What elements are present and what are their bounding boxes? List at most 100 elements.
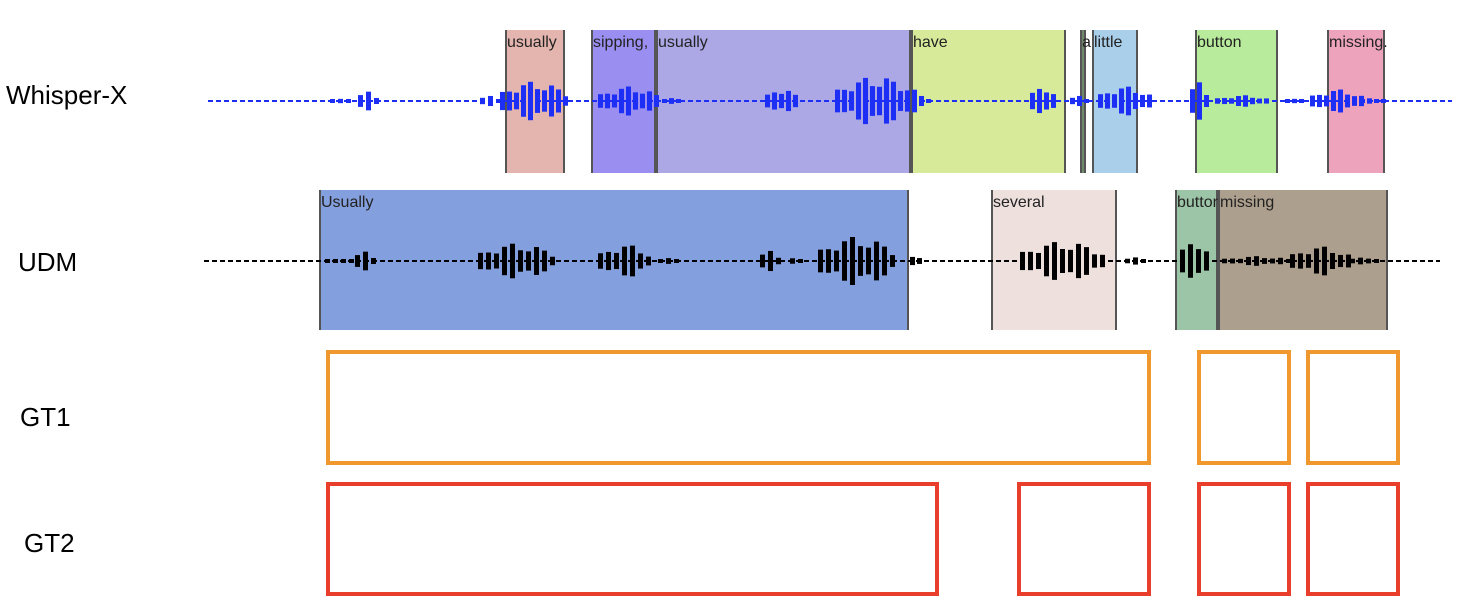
segment-label: missing. <box>1329 34 1388 51</box>
segment-label: several <box>993 194 1045 211</box>
waveform-bar <box>1140 94 1145 108</box>
segment-label: button <box>1197 34 1242 51</box>
waveform-bar <box>1084 99 1089 103</box>
waveform-bar <box>1299 99 1304 103</box>
waveform-bar <box>1020 251 1025 271</box>
segment-label: a <box>1082 34 1091 51</box>
waveform-bar <box>606 251 611 271</box>
waveform-bar <box>500 91 505 111</box>
segment-label: usually <box>658 34 708 51</box>
waveform-bar <box>535 89 540 113</box>
waveform-bar <box>1068 249 1073 273</box>
waveform-bar <box>630 245 635 277</box>
waveform-bar <box>917 258 922 264</box>
waveform-bar <box>1222 97 1227 105</box>
waveform-bar <box>1197 82 1202 120</box>
waveform-bar <box>358 95 363 107</box>
waveform-bar <box>1236 95 1241 107</box>
waveform-bar <box>910 256 915 266</box>
waveform-bar <box>884 78 889 124</box>
waveform-bar <box>374 98 379 104</box>
waveform-bar <box>662 99 667 103</box>
waveform-bar <box>842 89 847 113</box>
waveform-bar <box>502 246 507 276</box>
row-label-whisper-x: Whisper-X <box>6 80 128 110</box>
waveform-bar <box>1196 249 1201 273</box>
waveform-bar <box>1257 98 1262 104</box>
waveform-bar <box>1098 94 1103 108</box>
waveform-bar <box>1381 99 1386 103</box>
waveform-bar <box>674 259 679 263</box>
waveform-bar <box>1243 95 1248 107</box>
waveform-bar <box>890 255 895 267</box>
gt2-box <box>326 482 939 596</box>
waveform-bar <box>850 236 855 286</box>
waveform-bar <box>866 247 871 275</box>
waveform-bar <box>333 258 338 264</box>
waveform-bar <box>798 259 803 263</box>
waveform-bar <box>1076 243 1081 279</box>
waveform-bar <box>486 252 491 270</box>
waveform-bar <box>1298 253 1303 269</box>
waveform-bar <box>534 247 539 275</box>
waveform-bar <box>338 98 343 104</box>
waveform-bar <box>598 94 603 108</box>
waveform-bar <box>1238 258 1243 264</box>
waveform-bar <box>1036 252 1041 270</box>
waveform-bar <box>676 99 681 103</box>
gt1-box <box>1197 350 1291 465</box>
waveform-bar <box>1084 247 1089 275</box>
waveform-bar <box>1215 98 1220 104</box>
waveform-bar <box>550 256 555 266</box>
waveform-bar <box>363 251 368 271</box>
waveform-bar <box>765 94 770 108</box>
segment-label: Usually <box>321 194 374 211</box>
waveform-bar <box>1126 86 1131 116</box>
segment-label: missing <box>1220 194 1275 211</box>
waveform-bar <box>612 94 617 108</box>
waveform-bar <box>654 95 659 107</box>
waveform-bar <box>496 99 501 103</box>
waveform-bar <box>826 249 831 273</box>
waveform-bar <box>1352 96 1357 106</box>
waveform-bar <box>1310 95 1315 107</box>
waveform-bar <box>793 94 798 108</box>
waveform-bar <box>549 85 554 117</box>
waveform-bar <box>1360 99 1365 103</box>
waveform-bar <box>874 241 879 281</box>
gt2-box <box>1017 482 1151 596</box>
waveform-bar <box>856 82 861 120</box>
waveform-bar <box>1366 258 1371 264</box>
waveform-bar <box>772 92 777 110</box>
waveform-bar <box>341 259 346 263</box>
waveform-bar <box>1290 254 1295 268</box>
waveform-bar <box>1358 257 1363 265</box>
waveform-bar <box>1030 92 1035 110</box>
waveform-bar <box>1044 92 1049 110</box>
waveform-bar <box>355 255 360 267</box>
waveform-bar <box>1264 98 1269 104</box>
waveform-bar <box>919 95 924 107</box>
waveform-bar <box>640 93 645 109</box>
row-label-udm: UDM <box>18 247 78 277</box>
waveform-bar <box>1222 258 1227 264</box>
waveform-bar <box>1270 258 1275 264</box>
waveform-bar <box>349 259 354 263</box>
waveform-bar <box>818 249 823 273</box>
waveform-bar <box>1028 251 1033 271</box>
waveform-bar <box>542 90 547 112</box>
waveform-bar <box>1324 95 1329 107</box>
waveform-bar <box>1051 94 1056 108</box>
segment-label: sipping, <box>593 34 649 51</box>
waveform-bar <box>666 258 671 264</box>
waveform-bar <box>494 253 499 269</box>
waveform-bar <box>877 86 882 116</box>
waveform-bar <box>926 99 931 103</box>
waveform-bar <box>514 92 519 110</box>
waveform-bar <box>646 256 651 266</box>
waveform-bar <box>842 241 847 281</box>
waveform-bar <box>371 258 376 264</box>
waveform-bar <box>598 253 603 269</box>
waveform-bar <box>1133 257 1138 265</box>
